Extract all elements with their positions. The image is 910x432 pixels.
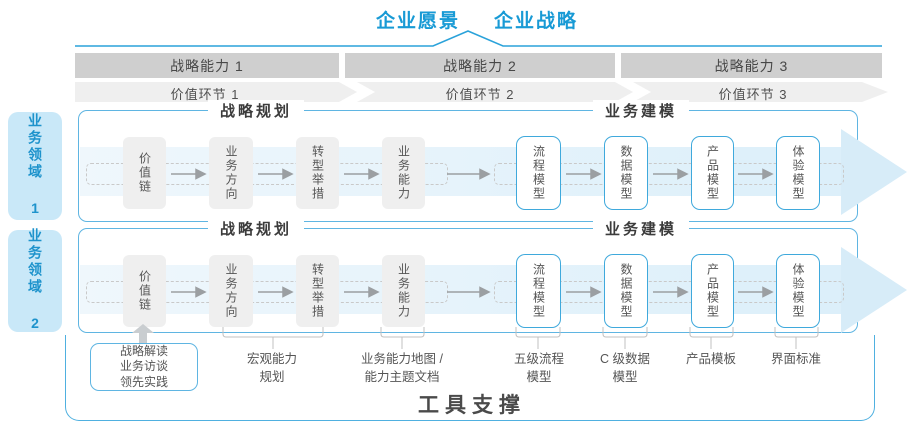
business-domain-2-label: 业务领域 2 — [8, 228, 62, 334]
capability-bar-1: 战略能力 1 — [75, 53, 339, 78]
modeling-section-title: 业务建模 — [592, 100, 690, 121]
band-arrow-icon — [841, 247, 907, 333]
value-chain-chevron-band — [75, 82, 888, 102]
node-product-model: 产品模型 — [691, 254, 734, 328]
up-arrow-icon — [132, 324, 154, 346]
tool-support-title: 工具支撑 — [418, 394, 526, 417]
value-link-2: 价值环节 2 — [445, 87, 515, 102]
strategy-input-box: 战略解读 业务访谈 领先实践 — [90, 343, 198, 391]
node-business-direction: 业务方向 — [209, 137, 253, 209]
node-business-capability: 业务能力 — [382, 255, 425, 327]
annotation-ui-standard: 界面标准 — [770, 352, 822, 366]
value-link-3: 价值环节 3 — [718, 87, 788, 102]
node-transformation-moves: 转型举措 — [296, 255, 339, 327]
node-experience-model: 体验模型 — [776, 254, 820, 328]
capability-bar-3: 战略能力 3 — [621, 53, 882, 78]
annotation-macro-capability-planning: 宏观能力 规划 — [246, 352, 298, 384]
node-process-model: 流程模型 — [516, 136, 561, 210]
modeling-dashed-track — [494, 281, 844, 303]
node-data-model: 数据模型 — [604, 254, 648, 328]
planning-section-title: 战略规划 — [207, 218, 305, 239]
node-value-chain: 价值链 — [123, 137, 166, 209]
value-link-1: 价值环节 1 — [170, 87, 240, 102]
annotation-capability-map-docs: 业务能力地图 / 能力主题文档 — [361, 352, 443, 384]
node-business-direction: 业务方向 — [209, 255, 253, 327]
annotation-product-template: 产品模板 — [685, 352, 737, 366]
domain-1-panel: 战略规划 业务建模 价值链 业务方向 转型举措 业务能力 流程模型 数据模型 产… — [78, 100, 907, 222]
node-transformation-moves: 转型举措 — [296, 137, 339, 209]
top-line-decoration — [75, 30, 882, 47]
node-product-model: 产品模型 — [691, 136, 734, 210]
strategy-title: 企业战略 — [494, 11, 579, 32]
planning-section-title: 战略规划 — [207, 100, 305, 121]
annotation-c-level-data-model: C 级数据 模型 — [599, 352, 651, 384]
node-business-capability: 业务能力 — [382, 137, 425, 209]
vision-title: 企业愿景 — [375, 11, 460, 32]
header-titles: 企业愿景 企业战略 — [376, 6, 578, 33]
domain-2-panel: 战略规划 业务建模 价值链 业务方向 转型举措 业务能力 流程模型 数据模型 产… — [78, 218, 907, 333]
annotation-l5-process-model: 五级流程 模型 — [513, 352, 565, 384]
node-process-model: 流程模型 — [516, 254, 561, 328]
tool-support-container — [65, 335, 875, 421]
bracket-decorations — [222, 327, 819, 349]
band-arrow-icon — [841, 129, 907, 215]
node-data-model: 数据模型 — [604, 136, 648, 210]
capability-bar-2: 战略能力 2 — [345, 53, 615, 78]
modeling-dashed-track — [494, 163, 844, 185]
node-value-chain: 价值链 — [123, 255, 166, 327]
modeling-section-title: 业务建模 — [592, 218, 690, 239]
node-experience-model: 体验模型 — [776, 136, 820, 210]
business-domain-1-label: 业务领域 1 — [8, 112, 62, 220]
